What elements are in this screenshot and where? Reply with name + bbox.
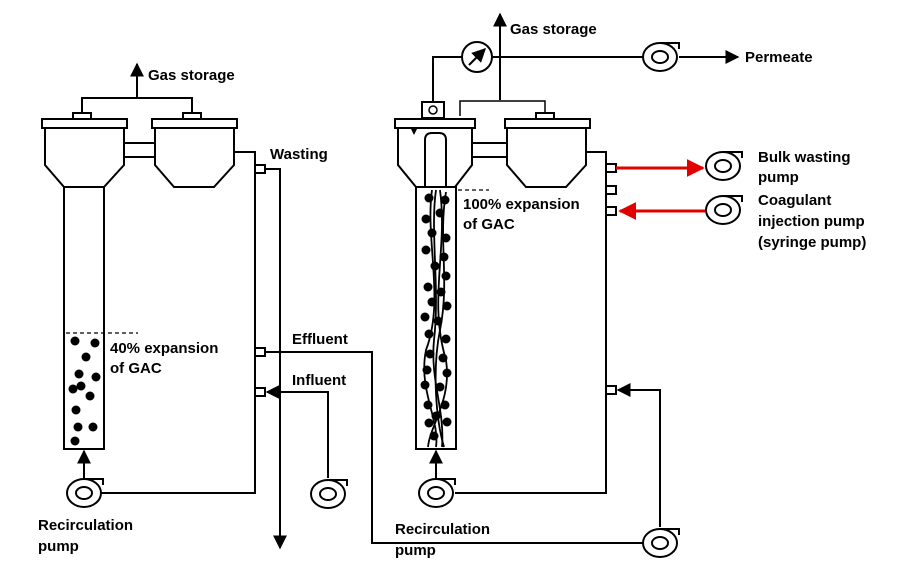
right-expansion-label-line2: of GAC (463, 216, 515, 233)
influent-label: Influent (292, 372, 346, 389)
left-recirculation-pump-icon (66, 478, 104, 508)
coagulant-label-line1: Coagulant (758, 192, 831, 209)
right-gas-storage-label: Gas storage (510, 21, 597, 38)
left-expansion-label-line2: of GAC (110, 360, 162, 377)
influent-line (265, 385, 329, 478)
right-gac-particles (420, 193, 452, 441)
left-reactor (41, 62, 643, 550)
influent-pump-icon (310, 479, 348, 509)
left-settler-funnel (44, 127, 125, 188)
coagulant-label-line3: (syringe pump) (758, 234, 866, 251)
right-recirc-label-line2: pump (395, 542, 436, 559)
left-lid-2-port (182, 112, 202, 120)
left-lid-2 (151, 118, 238, 129)
influent-port (254, 387, 266, 397)
left-gas-line (81, 62, 193, 116)
bulk-wasting-pump-icon (705, 151, 743, 181)
right-influent-pump-icon (642, 528, 680, 558)
bulk-wasting-port (605, 163, 617, 173)
right-reactor (394, 12, 743, 558)
left-gac-particles (68, 336, 101, 446)
right-lid-2 (504, 118, 591, 129)
left-expansion-label-line1: 40% expansion (110, 340, 218, 357)
bulk-wasting-label-line2: pump (758, 169, 799, 186)
wasting-line (265, 168, 287, 550)
pressure-gauge-icon (461, 41, 493, 73)
coagulant-pump-icon (705, 195, 743, 225)
left-lid-1 (41, 118, 128, 129)
permeate-label: Permeate (745, 49, 813, 66)
right-influent-line (616, 383, 661, 527)
wasting-label: Wasting (270, 146, 328, 163)
permeate-pump-icon (642, 42, 680, 72)
left-recirculation-loop (101, 151, 256, 494)
right-influent-port (605, 385, 617, 395)
left-recirc-label-line1: Recirculation (38, 517, 133, 534)
coagulant-label-line2: injection pump (758, 213, 865, 230)
right-recirculation-loop (455, 151, 607, 494)
wasting-port (254, 164, 266, 174)
effluent-label: Effluent (292, 331, 348, 348)
right-lid-1 (394, 118, 476, 129)
right-expansion-label-line1: 100% expansion (463, 196, 580, 213)
bulk-wasting-label-line1: Bulk wasting (758, 149, 851, 166)
right-recirc-label-line1: Recirculation (395, 521, 490, 538)
middle-port (605, 185, 617, 195)
left-gas-storage-label: Gas storage (148, 67, 235, 84)
left-recirc-label-line2: pump (38, 538, 79, 555)
membrane-tube (424, 132, 447, 187)
left-lid-1-port (72, 112, 92, 120)
left-separator-funnel (154, 127, 235, 188)
right-separator-funnel (506, 127, 587, 188)
effluent-port (254, 347, 266, 357)
right-lid-2-port (535, 112, 555, 120)
coagulant-port (605, 206, 617, 216)
right-recirculation-pump-icon (418, 478, 456, 508)
effluent-line (265, 351, 643, 544)
left-gac-column (63, 186, 105, 450)
